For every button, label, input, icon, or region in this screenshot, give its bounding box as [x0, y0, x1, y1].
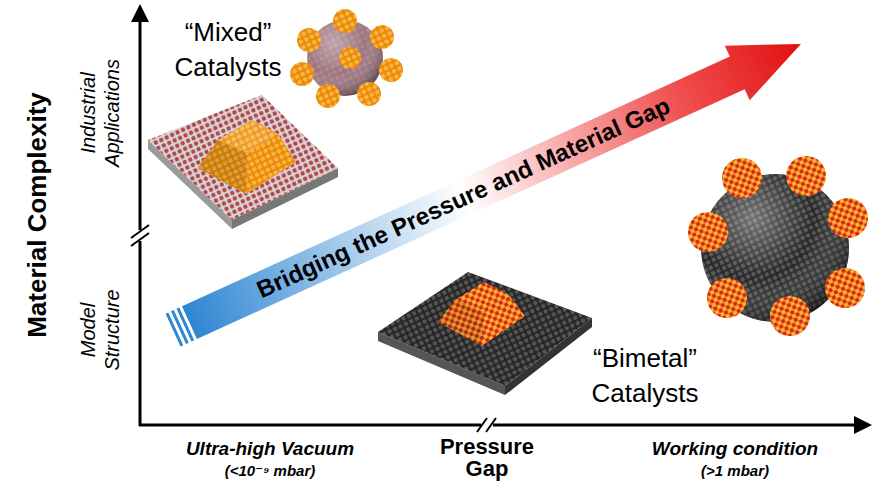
label-holder: Model Structure [76, 265, 124, 395]
label-holder: Industrial Applications [76, 48, 124, 178]
label-holder: (<10⁻⁹ mbar) [225, 462, 316, 479]
axis-break-mark [131, 225, 149, 238]
metal-island-top [218, 120, 278, 153]
bimetal-island-top [455, 282, 508, 312]
bimetal-cluster [722, 158, 762, 198]
label-holder: Ultra-high Vacuum [186, 438, 354, 460]
axis-tick-note: (>1 mbar) [701, 462, 769, 479]
axes [131, 4, 872, 434]
bimetal-cluster [825, 268, 865, 308]
mixed-nanoparticle [290, 9, 403, 108]
arrow-text: Bridging the Pressure and Material Gap [161, 46, 750, 358]
axis-title: Material Complexity [23, 92, 53, 338]
bimetal-cluster [770, 296, 810, 336]
label-holder: Material Complexity [23, 92, 53, 338]
bimetal-cluster [707, 278, 747, 318]
island-highlight [218, 120, 278, 153]
bimetal-cluster [688, 212, 728, 252]
metal-cluster [339, 47, 361, 69]
x-axis-head [854, 416, 872, 434]
metal-cluster [357, 82, 381, 106]
carbon-slab [378, 272, 592, 386]
label-holder: “Bimetal” Catalysts [570, 341, 720, 411]
label-holder: Pressure Gap [427, 436, 547, 480]
mixed-model-slab [148, 95, 338, 229]
axis-sublabel: Industrial Applications [76, 48, 124, 178]
y-axis [139, 18, 142, 426]
axis-sublabel: Model Structure [76, 265, 124, 395]
metal-cluster [290, 62, 314, 86]
metal-cluster [316, 84, 340, 108]
oxide-slab [148, 95, 338, 220]
metal-cluster [379, 58, 403, 82]
axis-title: Pressure Gap [427, 436, 547, 480]
catalyst-label: “Mixed” Catalysts [158, 15, 298, 85]
bimetal-cluster [786, 156, 826, 196]
label-holder: (>1 mbar) [701, 462, 769, 479]
particle-shade [701, 174, 849, 322]
label-holder: “Mixed” Catalysts [158, 15, 298, 85]
axis-break-mark [477, 418, 487, 432]
metal-cluster [297, 28, 321, 52]
axis-break-mark [486, 418, 496, 432]
axis-tick-label: Working condition [652, 438, 818, 460]
metal-cluster [333, 9, 357, 33]
catalyst-label: “Bimetal” Catalysts [570, 341, 720, 411]
axis-tick-note: (<10⁻⁹ mbar) [225, 462, 316, 479]
carbon-particle [701, 174, 849, 322]
arrow-tail-stripe [177, 307, 195, 341]
y-axis-head [131, 4, 149, 22]
metal-cluster [370, 25, 394, 49]
axis-tick-label: Ultra-high Vacuum [186, 438, 354, 460]
bimetal-cluster [828, 198, 868, 238]
x-axis [139, 424, 856, 427]
label-holder: Working condition [652, 438, 818, 460]
bimetal-nanoparticle [688, 156, 868, 336]
bimetal-model-slab [378, 272, 592, 395]
